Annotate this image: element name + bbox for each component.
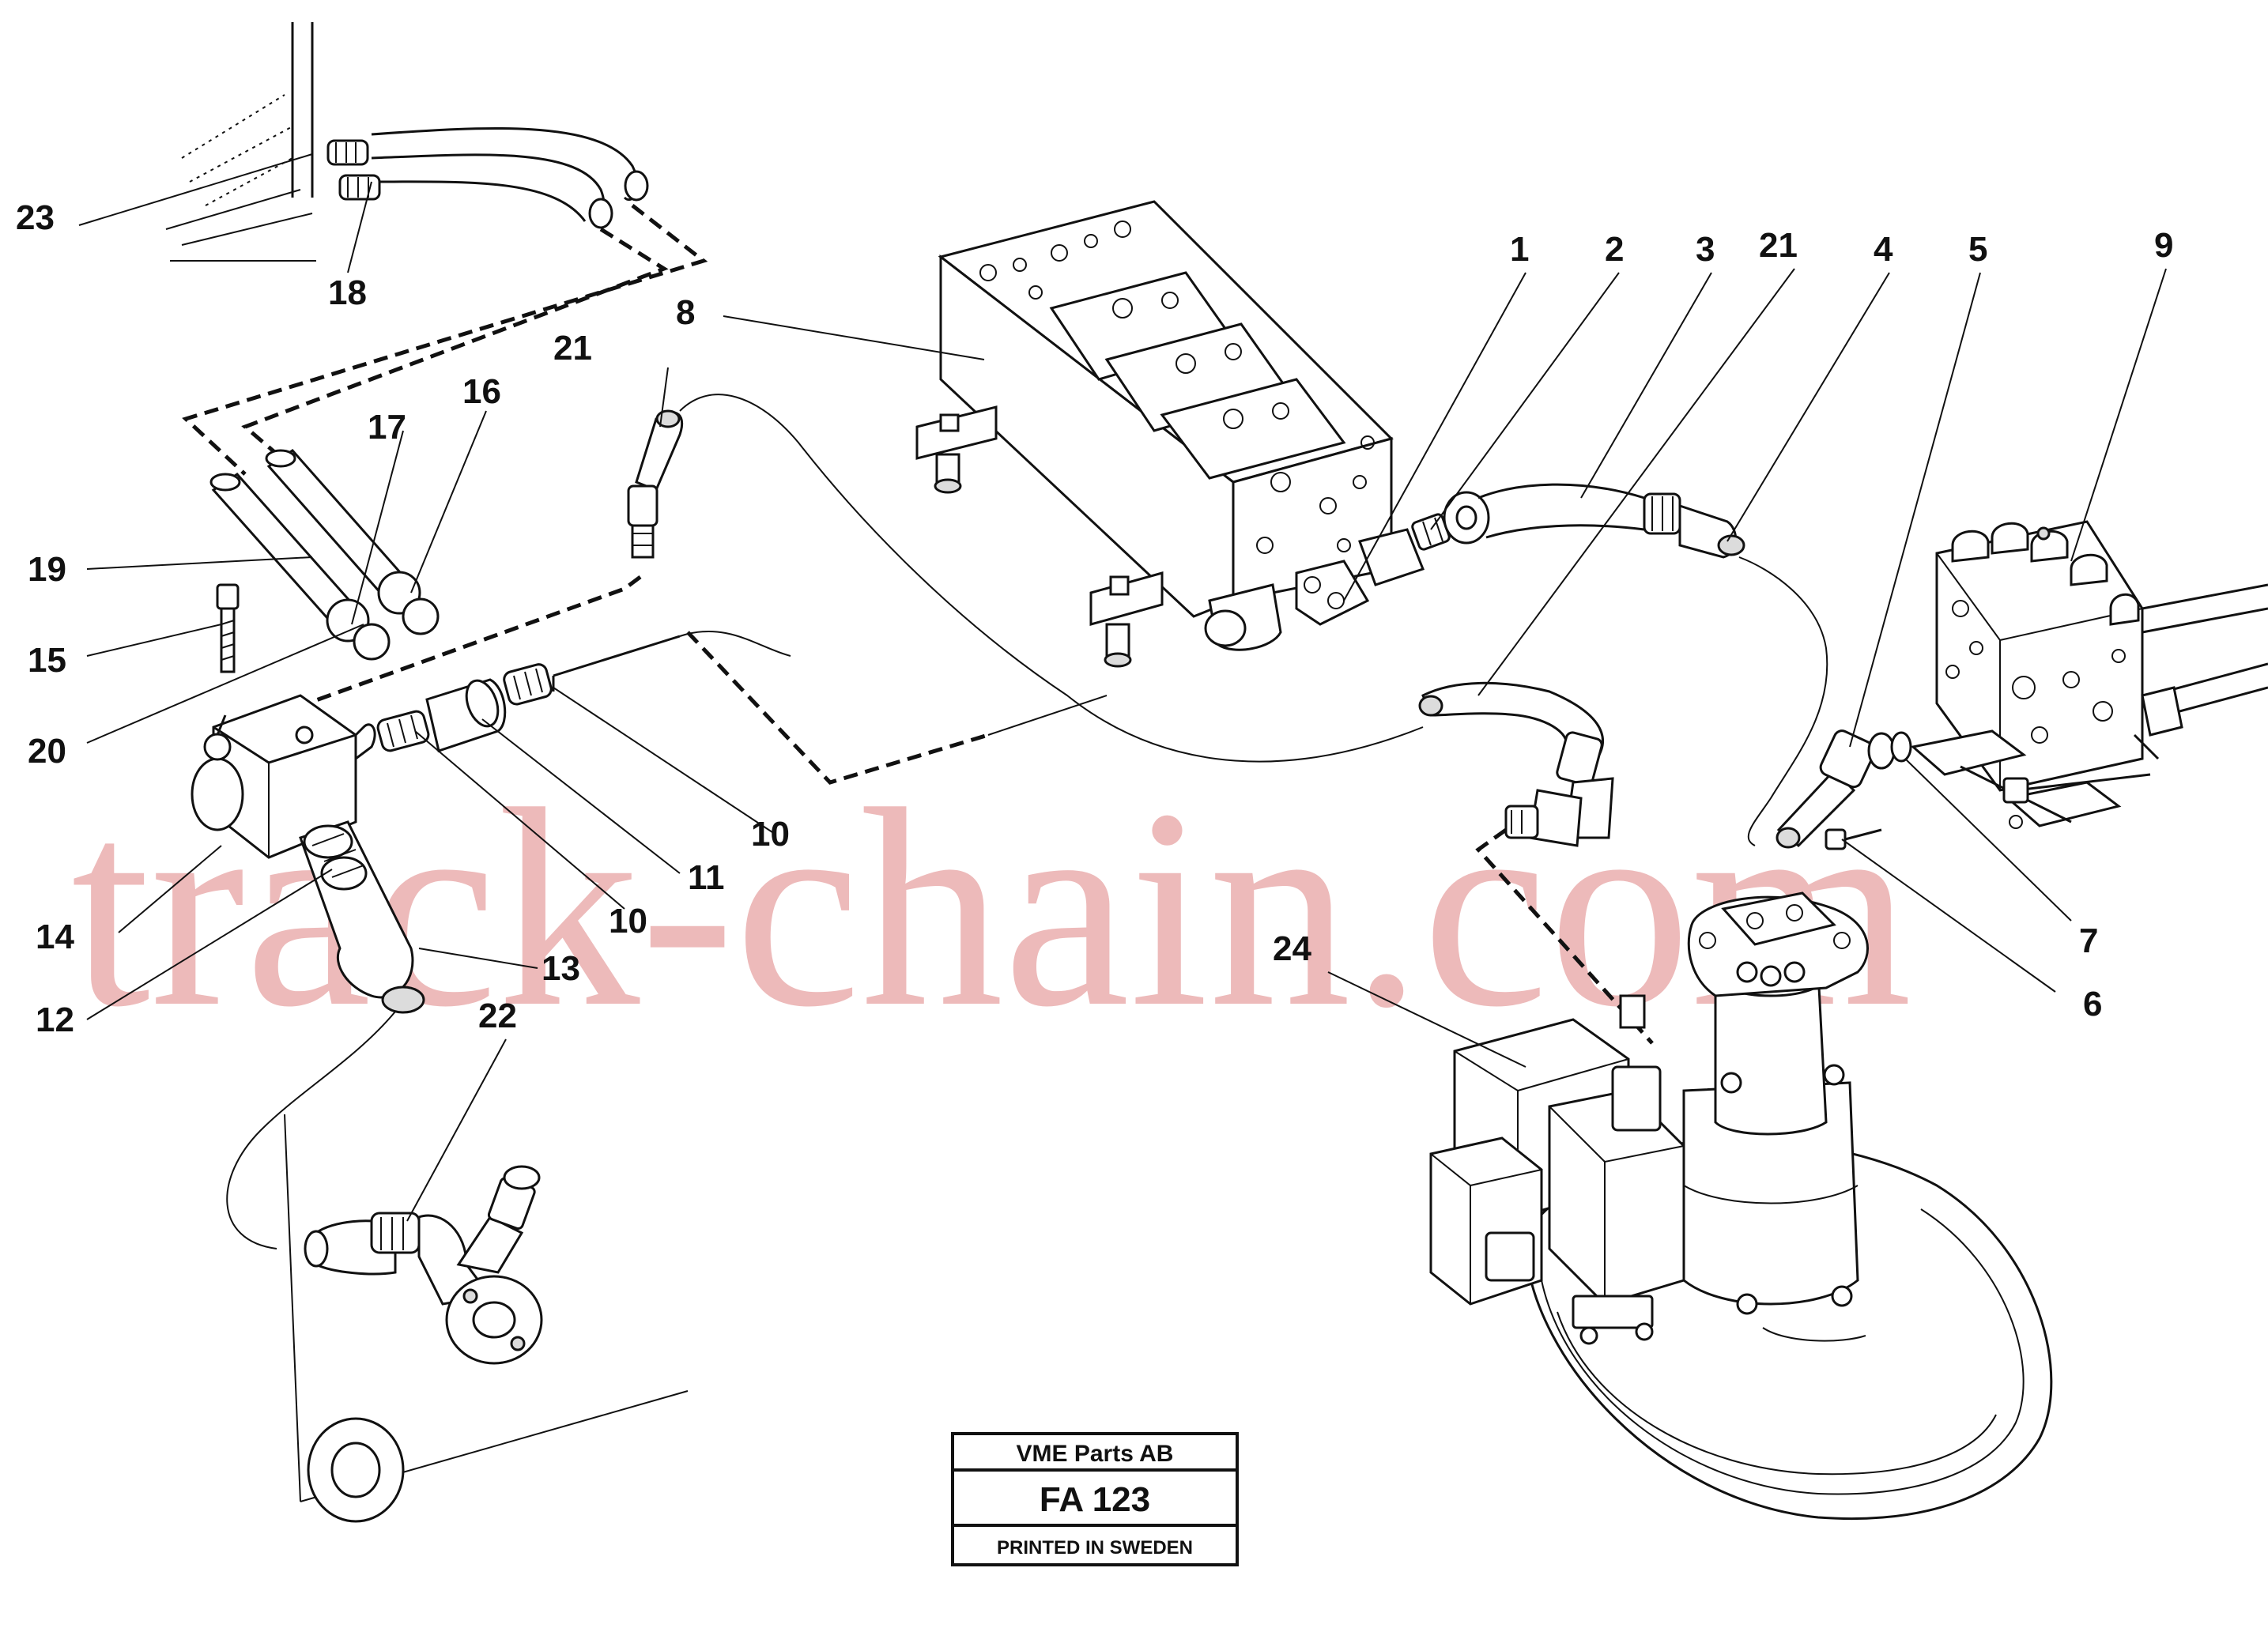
drain-fitting-22 xyxy=(304,1165,543,1365)
stamp-printed: PRINTED IN SWEDEN xyxy=(997,1537,1193,1559)
pilot-line-2 xyxy=(679,630,791,657)
pilot-line-1 xyxy=(679,394,1424,763)
outlet-hose-13 xyxy=(299,820,425,1014)
callout-9: 9 xyxy=(2154,226,2173,265)
mid-line xyxy=(987,695,1108,736)
callout-10-left: 10 xyxy=(609,902,647,940)
connector-5-6-7 xyxy=(1776,729,1912,850)
callout-2: 2 xyxy=(1605,230,1624,269)
pressure-hose-assembly xyxy=(1411,483,1745,559)
callout-16: 16 xyxy=(462,372,501,411)
callout-18: 18 xyxy=(328,273,367,312)
solenoid-valve xyxy=(1429,994,1685,1345)
tank-wall-top-left xyxy=(165,22,316,262)
distributor-block-14 xyxy=(191,694,357,859)
title-stamp: VME Parts AB FA 123 PRINTED IN SWEDEN xyxy=(951,1432,1239,1566)
callout-19: 19 xyxy=(28,550,66,589)
mid-routing-dashed xyxy=(686,631,989,785)
callout-labels: 23 18 8 1 2 3 21 4 5 9 21 16 17 19 15 20… xyxy=(16,198,2173,1039)
hose-fitting-21-left xyxy=(627,409,684,559)
callout-21-right: 21 xyxy=(1759,226,1798,265)
tank-wall-lower xyxy=(284,1114,689,1523)
callout-10-right: 10 xyxy=(751,815,790,854)
callout-8: 8 xyxy=(676,293,695,332)
callout-20: 20 xyxy=(28,732,66,771)
fitting-routing-dashed xyxy=(296,575,642,710)
hose-connector-10-11 xyxy=(354,635,681,761)
drain-line-22 xyxy=(226,1011,396,1249)
callout-21-left: 21 xyxy=(553,329,592,367)
valve-flange-port xyxy=(1204,528,1425,651)
left-hose-pair xyxy=(209,449,440,661)
stamp-company: VME Parts AB xyxy=(1017,1441,1174,1467)
upper-hose-routing-dashed xyxy=(182,204,708,476)
valve-block-mounts xyxy=(915,405,1164,668)
callout-22: 22 xyxy=(478,997,517,1035)
callout-6: 6 xyxy=(2083,985,2102,1023)
callout-14: 14 xyxy=(36,918,74,956)
callout-12: 12 xyxy=(36,1001,74,1039)
callout-24: 24 xyxy=(1273,929,1311,968)
motor-routing-dashed xyxy=(1475,827,1654,1045)
right-block-mounts xyxy=(1910,729,2151,829)
callout-7: 7 xyxy=(2079,922,2098,960)
bolt-15 xyxy=(216,583,240,673)
callout-11: 11 xyxy=(688,858,725,897)
right-valve-block-9 xyxy=(1935,520,2144,792)
right-pipes xyxy=(2133,583,2268,760)
stamp-code: FA 123 xyxy=(1040,1480,1150,1519)
pilot-line-4 xyxy=(1738,556,1828,846)
leader-lines xyxy=(78,153,2167,1222)
callout-4: 4 xyxy=(1874,230,1893,269)
callout-13: 13 xyxy=(542,949,580,988)
hose-fitting-21-right xyxy=(1418,681,1614,847)
callout-23: 23 xyxy=(16,198,55,237)
callout-5: 5 xyxy=(1968,230,1987,269)
callout-3: 3 xyxy=(1696,230,1715,269)
main-valve-block-8 xyxy=(938,200,1394,618)
upper-return-hoses xyxy=(326,126,649,229)
callout-17: 17 xyxy=(368,408,406,447)
callout-15: 15 xyxy=(28,641,66,680)
callout-1: 1 xyxy=(1510,230,1529,269)
